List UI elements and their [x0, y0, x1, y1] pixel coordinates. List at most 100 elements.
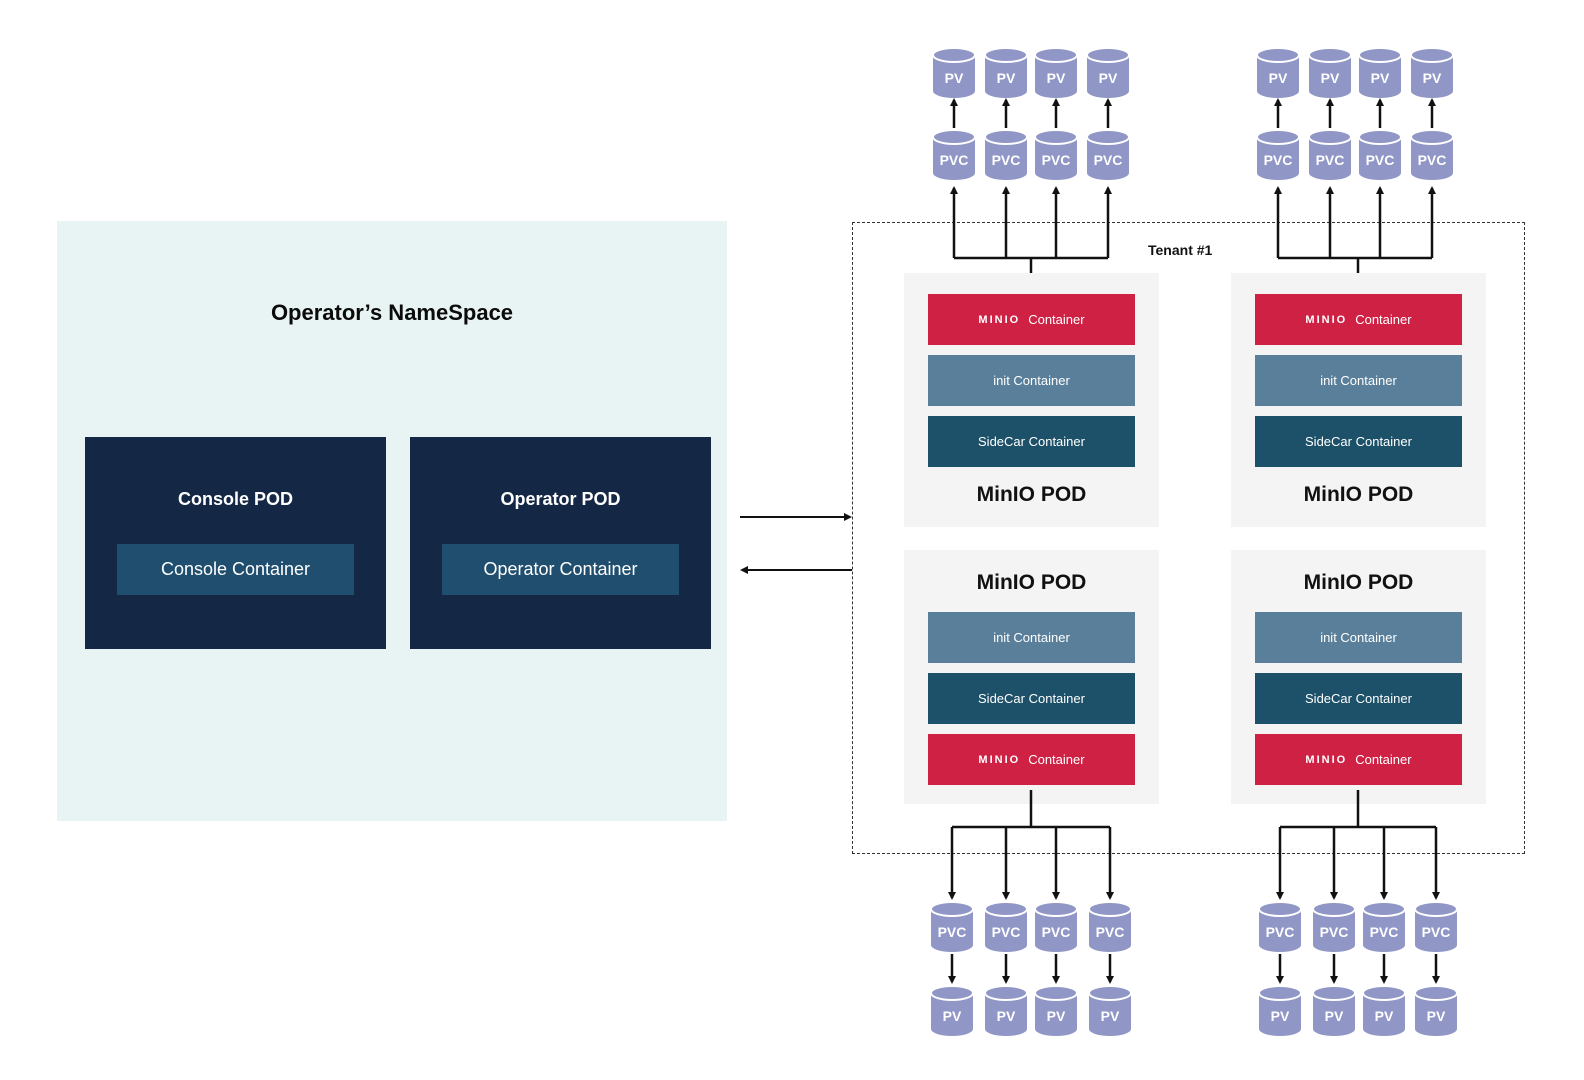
pvc-disk-label: PVC — [940, 152, 969, 168]
pvc-disk-label: PVC — [1320, 924, 1349, 940]
pvc-disk: PVC — [930, 901, 974, 952]
pvc-disk-label: PVC — [1422, 924, 1451, 940]
pvc-disk-label: PVC — [992, 152, 1021, 168]
minio-logo: MINIO — [978, 753, 1021, 766]
pvc-disk: PVC — [1256, 129, 1300, 180]
minio-pod-label: MinIO POD — [976, 483, 1087, 506]
pv-disk-label: PV — [1423, 70, 1442, 86]
pv-disk: PV — [932, 47, 976, 98]
pv-disk: PV — [1088, 985, 1132, 1036]
container-label: Container — [1355, 752, 1412, 767]
container-label: Container — [1028, 752, 1085, 767]
pv-disk: PV — [1358, 47, 1402, 98]
console-pod-title: Console POD — [177, 489, 293, 509]
sidecar-container: SideCar Container — [928, 673, 1135, 724]
pv-disk: PV — [1034, 985, 1078, 1036]
pv-disk-label: PV — [943, 1008, 962, 1024]
pv-disk: PV — [1312, 985, 1356, 1036]
pv-disk-label: PV — [997, 70, 1016, 86]
pv-disk-label: PV — [1375, 1008, 1394, 1024]
operator-pod-title: Operator POD — [500, 489, 621, 509]
volume-bus-lines — [948, 98, 1440, 984]
minio-pod-top-right: MINIO Container init Container SideCar C… — [1231, 273, 1486, 527]
pv-disk: PV — [1034, 47, 1078, 98]
pv-disk-label: PV — [997, 1008, 1016, 1024]
tenant-label: Tenant #1 — [1148, 242, 1213, 258]
pv-disk-label: PV — [1321, 70, 1340, 86]
pvc-disk: PVC — [932, 129, 976, 180]
pvc-disk: PVC — [1414, 901, 1458, 952]
pvc-disk: PVC — [1410, 129, 1454, 180]
pvc-disk-label: PVC — [1042, 152, 1071, 168]
pvc-disk-label: PVC — [1266, 924, 1295, 940]
pv-disk: PV — [1256, 47, 1300, 98]
pvc-disk: PVC — [1034, 129, 1078, 180]
pvc-disk-label: PVC — [992, 924, 1021, 940]
pv-disk: PV — [1410, 47, 1454, 98]
pvc-disk: PVC — [1362, 901, 1406, 952]
minio-logo: MINIO — [1305, 753, 1348, 766]
pvc-disk: PVC — [1034, 901, 1078, 952]
pv-disk-label: PV — [1427, 1008, 1446, 1024]
sidecar-container: SideCar Container — [1255, 673, 1462, 724]
minio-logo: MINIO — [1305, 313, 1348, 326]
minio-pod-label: MinIO POD — [1303, 571, 1414, 594]
console-pod: Console POD Console Container — [85, 437, 386, 649]
init-container: init Container — [928, 355, 1135, 406]
init-container: init Container — [928, 612, 1135, 663]
pv-disk: PV — [930, 985, 974, 1036]
minio-pod-bottom-left: MinIO POD init Container SideCar Contain… — [904, 550, 1159, 804]
minio-pod-top-left: MINIO Container init Container SideCar C… — [904, 273, 1159, 527]
pv-disk: PV — [984, 985, 1028, 1036]
pvc-disk-label: PVC — [1370, 924, 1399, 940]
pv-disk-label: PV — [1047, 70, 1066, 86]
volume-disks: PVC PV PVC PV PVC PV PVC PV PVC PV PVC PV PVC PV PVC PV… — [930, 47, 1458, 1036]
pvc-disk: PVC — [984, 901, 1028, 952]
pvc-disk-label: PVC — [1042, 924, 1071, 940]
pv-disk: PV — [1308, 47, 1352, 98]
pvc-disk: PVC — [1358, 129, 1402, 180]
pv-disk-label: PV — [1101, 1008, 1120, 1024]
tenant-boundary — [852, 222, 1525, 854]
pv-disk-label: PV — [1325, 1008, 1344, 1024]
pvc-disk-label: PVC — [1096, 924, 1125, 940]
pvc-disk-label: PVC — [1316, 152, 1345, 168]
minio-pod-label: MinIO POD — [976, 571, 1087, 594]
minio-container: MINIO Container — [1255, 734, 1462, 785]
pvc-disk-label: PVC — [938, 924, 967, 940]
container-label: Container — [1028, 312, 1085, 327]
pvc-disk-label: PVC — [1094, 152, 1123, 168]
sidecar-container: SideCar Container — [1255, 416, 1462, 467]
pv-disk-label: PV — [1271, 1008, 1290, 1024]
pvc-disk: PVC — [1312, 901, 1356, 952]
minio-container: MINIO Container — [928, 294, 1135, 345]
namespace-title: Operator’s NameSpace — [270, 300, 514, 325]
minio-container: MINIO Container — [1255, 294, 1462, 345]
pv-disk: PV — [1414, 985, 1458, 1036]
sidecar-container: SideCar Container — [928, 416, 1135, 467]
minio-pod-bottom-right: MinIO POD init Container SideCar Contain… — [1231, 550, 1486, 804]
pv-disk: PV — [1086, 47, 1130, 98]
operator-pod: Operator POD Operator Container — [410, 437, 711, 649]
pv-disk: PV — [1258, 985, 1302, 1036]
pvc-disk-label: PVC — [1264, 152, 1293, 168]
init-container: init Container — [1255, 612, 1462, 663]
pvc-disk-label: PVC — [1366, 152, 1395, 168]
pvc-disk: PVC — [1308, 129, 1352, 180]
pv-disk-label: PV — [1099, 70, 1118, 86]
init-container: init Container — [1255, 355, 1462, 406]
minio-pod-label: MinIO POD — [1303, 483, 1414, 506]
operator-container: Operator Container — [442, 544, 679, 595]
pvc-disk: PVC — [1258, 901, 1302, 952]
pvc-disk: PVC — [984, 129, 1028, 180]
minio-logo: MINIO — [978, 313, 1021, 326]
pvc-disk: PVC — [1088, 901, 1132, 952]
console-container: Console Container — [117, 544, 354, 595]
container-label: Container — [1355, 312, 1412, 327]
pv-disk-label: PV — [945, 70, 964, 86]
pvc-disk-label: PVC — [1418, 152, 1447, 168]
pv-disk: PV — [984, 47, 1028, 98]
minio-container: MINIO Container — [928, 734, 1135, 785]
pv-disk: PV — [1362, 985, 1406, 1036]
pv-disk-label: PV — [1269, 70, 1288, 86]
